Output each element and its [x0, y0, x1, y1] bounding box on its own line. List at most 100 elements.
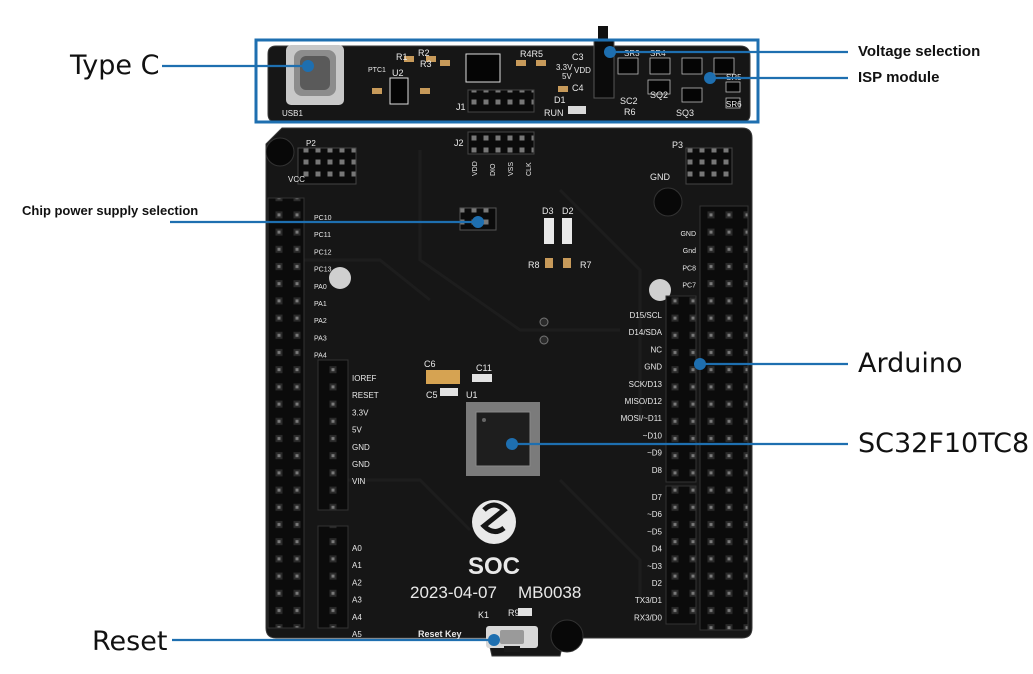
label-u1: U1 — [466, 390, 478, 400]
label-vcc: VCC — [288, 175, 305, 184]
label-sq3: SQ3 — [676, 108, 694, 118]
standoff-nut — [265, 137, 295, 167]
mid-components: J2 VDD DIO VSS CLK P2 VCC P3 GND D3 D2 R… — [288, 131, 733, 652]
pin-label: A5 — [352, 630, 362, 639]
header-power — [317, 359, 349, 511]
pin-label: ~D10 — [643, 431, 663, 440]
label-r1: R1 — [396, 52, 408, 62]
label-3v3: 3.3V — [556, 63, 573, 72]
pin-label: ~D9 — [647, 449, 662, 458]
pin-label: MOSI/~D11 — [621, 414, 663, 423]
label-sr3: SR3 — [624, 49, 640, 58]
callout-chip-power: Chip power supply selection — [22, 203, 199, 218]
label-k1: K1 — [478, 610, 489, 620]
mcu-chip — [466, 402, 540, 476]
label-sr6: SR6 — [726, 100, 742, 109]
label-c3: C3 — [572, 52, 584, 62]
callout-type-c: Type C — [70, 50, 160, 81]
pin-label: ~D3 — [647, 562, 662, 571]
pin-label: TX3/D1 — [635, 596, 663, 605]
board-date: 2023-04-07 — [410, 583, 497, 602]
isp-module-components — [617, 57, 741, 109]
led-d3 — [544, 218, 554, 244]
label-r6: R6 — [624, 107, 636, 117]
pin-label: 5V — [352, 426, 362, 435]
label-j1: J1 — [456, 102, 466, 112]
label-d2: D2 — [562, 206, 574, 216]
standoff-nut — [653, 187, 683, 217]
header-p3 — [685, 147, 733, 185]
label-c6: C6 — [424, 359, 436, 369]
pin-label: RX3/D0 — [634, 613, 663, 622]
cap-c5 — [440, 388, 458, 396]
header-analog — [317, 525, 349, 629]
pin-label: D14/SDA — [629, 328, 663, 337]
label-u2: U2 — [392, 68, 404, 78]
callout-voltage-selection: Voltage selection — [858, 43, 981, 60]
pin-label: 3.3V — [352, 408, 369, 417]
pin-label: A4 — [352, 613, 362, 622]
cap-c6 — [426, 370, 460, 384]
header-j2 — [467, 131, 535, 155]
label-p2: P2 — [306, 139, 316, 148]
pin-headers — [267, 197, 749, 631]
pin-label: A3 — [352, 596, 362, 605]
pin-label: D2 — [652, 579, 663, 588]
label-r8: R8 — [528, 260, 540, 270]
pin-label: GND — [352, 460, 370, 469]
pin-label: PC11 — [314, 232, 331, 239]
led-d2 — [562, 218, 572, 244]
pin-label: VIN — [352, 477, 366, 486]
logo-text: SOC — [468, 553, 520, 580]
label-c11: C11 — [476, 363, 492, 373]
header-j1 — [467, 89, 535, 113]
label-d1: D1 — [554, 95, 566, 105]
pin-label: PC12 — [314, 249, 332, 256]
top-silkscreen: USB1 PTC1 R1 R2 R3 U2 R4R5 C3 3.3V 5V VD… — [282, 48, 742, 118]
label-gnd-p3: GND — [650, 172, 671, 182]
smd-passives — [372, 56, 568, 94]
label-usb1: USB1 — [282, 109, 303, 118]
label-r4r5: R4R5 — [520, 49, 543, 59]
pin-label: Gnd — [683, 248, 696, 255]
label-r9: R9 — [508, 608, 520, 618]
pin-label: D4 — [652, 545, 663, 554]
label-vdd: VDD — [574, 66, 591, 75]
header-arduino-lower — [665, 485, 697, 625]
pin-label: A0 — [352, 544, 362, 553]
pin-label: GND — [680, 231, 696, 238]
header-arduino-upper — [665, 295, 697, 483]
pin-label: GND — [352, 443, 370, 452]
pin-label: PC7 — [682, 283, 696, 290]
pin-label: PA1 — [314, 301, 327, 308]
label-ptc1: PTC1 — [368, 67, 386, 74]
pin-label: A2 — [352, 578, 362, 587]
mount-hole — [329, 267, 351, 289]
pin-label: NC — [650, 345, 662, 354]
label-reset-key: Reset Key — [418, 629, 462, 639]
pin-label: IOREF — [352, 374, 377, 383]
pin-label: PA0 — [314, 284, 327, 291]
label-j2: J2 — [454, 138, 464, 148]
label-5v: 5V — [562, 72, 572, 81]
standoff-nut — [550, 619, 584, 653]
callout-reset: Reset — [92, 626, 168, 657]
pin-label: PC10 — [314, 215, 332, 222]
pin-label: PA4 — [314, 353, 327, 360]
ic-u2 — [389, 77, 409, 105]
pin-label: PC8 — [682, 265, 696, 272]
callout-lines — [162, 50, 848, 642]
j2-pin-labels: VDD DIO VSS CLK — [472, 161, 533, 176]
header-right-outer — [699, 205, 749, 631]
svg-text:DIO: DIO — [490, 163, 497, 176]
label-c4: C4 — [572, 83, 584, 93]
label-d3: D3 — [542, 206, 554, 216]
pin-label: D8 — [652, 466, 663, 475]
header-p2 — [297, 147, 357, 185]
svg-text:CLK: CLK — [526, 162, 533, 176]
label-run: RUN — [544, 108, 564, 118]
